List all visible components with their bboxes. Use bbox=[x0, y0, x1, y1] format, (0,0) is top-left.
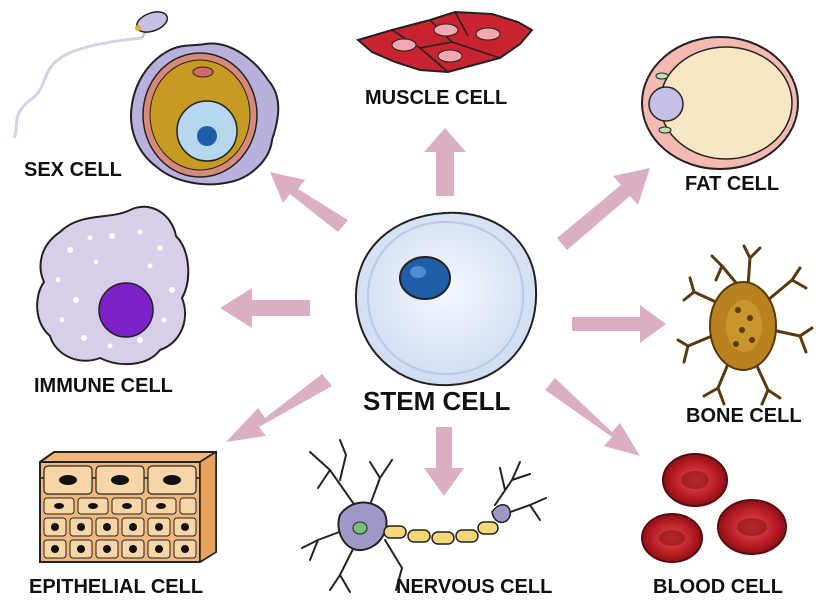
arrow-to-epithelial bbox=[226, 374, 332, 442]
arrow-to-bone bbox=[572, 305, 666, 343]
bone-cell-body bbox=[709, 281, 777, 371]
blood-cells bbox=[641, 453, 787, 563]
sex-cell-label: SEX CELL bbox=[24, 159, 122, 181]
fat-cell bbox=[641, 36, 799, 170]
arrows bbox=[220, 128, 666, 496]
arrow-to-fat bbox=[557, 168, 650, 250]
immune-cell-label: IMMUNE CELL bbox=[34, 375, 173, 397]
bone-cell-label: BONE CELL bbox=[686, 405, 802, 427]
stem-cell bbox=[354, 211, 538, 387]
arrow-to-nervous bbox=[424, 427, 464, 496]
nervous-cell bbox=[301, 439, 547, 593]
blood-cell-label: BLOOD CELL bbox=[653, 576, 783, 598]
arrow-to-sex bbox=[270, 172, 348, 232]
nervous-cell-label: NERVOUS CELL bbox=[396, 576, 553, 598]
sex-cell bbox=[12, 11, 280, 186]
stem-cell-label: STEM CELL bbox=[363, 386, 511, 416]
arrow-to-muscle bbox=[424, 128, 466, 196]
muscle-cell-label: MUSCLE CELL bbox=[365, 87, 508, 109]
epithelial-cell-label: EPITHELIAL CELL bbox=[29, 576, 204, 598]
immune-cell bbox=[36, 205, 190, 366]
epithelial-cell bbox=[39, 450, 217, 564]
fat-cell-label: FAT CELL bbox=[685, 173, 780, 195]
muscle-cell bbox=[355, 10, 534, 74]
arrow-to-immune bbox=[220, 288, 310, 328]
arrow-to-blood bbox=[545, 378, 640, 456]
